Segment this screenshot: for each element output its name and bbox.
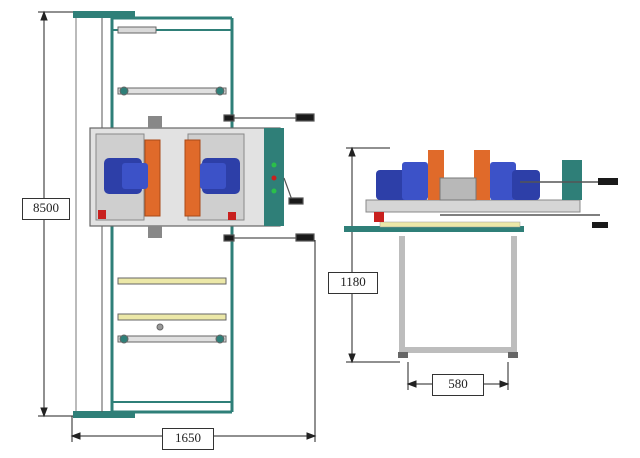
carriage-assembly — [89, 116, 284, 238]
height-dimension-label: 8500 — [22, 198, 70, 220]
top-view — [38, 10, 317, 442]
stand-frame — [399, 236, 517, 353]
cross-rollers — [117, 26, 227, 344]
side-dimension-lines — [346, 146, 510, 390]
stand-feet — [398, 352, 518, 358]
leg-spacing-dimension-label: 580 — [432, 374, 484, 396]
side-table-bar — [344, 226, 524, 232]
side-height-dimension-label: 1180 — [328, 272, 378, 294]
width-dimension-label: 1650 — [162, 428, 214, 450]
carriage-handles — [223, 113, 315, 242]
side-table-yellow — [379, 221, 521, 228]
side-view — [344, 146, 618, 390]
height-dimension-line — [38, 10, 317, 442]
side-carriage — [365, 150, 618, 228]
